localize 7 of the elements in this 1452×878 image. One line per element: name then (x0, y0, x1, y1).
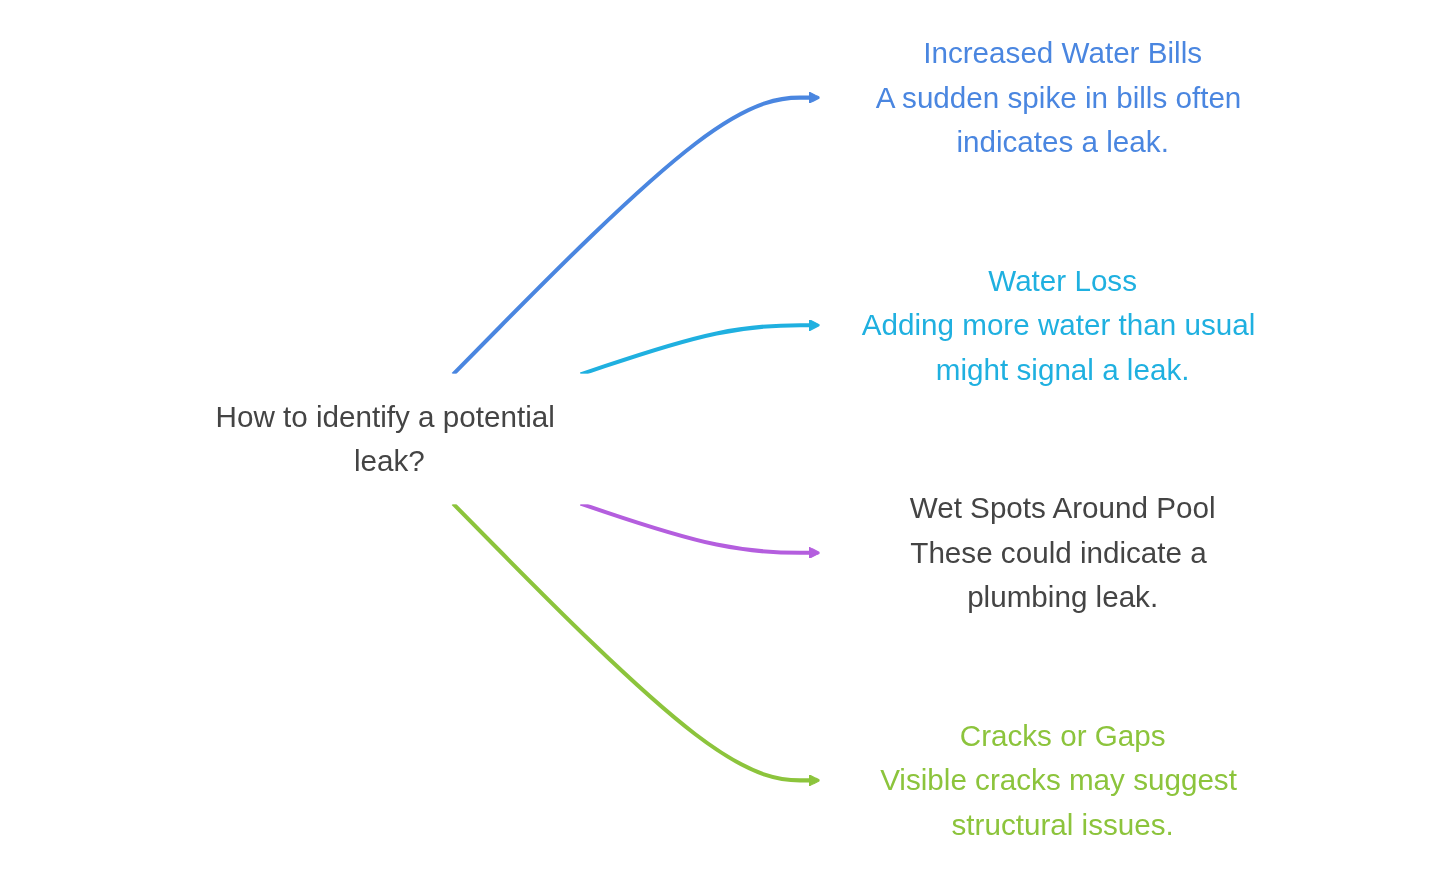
node-text: Water Loss Adding more water than usual might signal a leak. (861, 263, 1256, 387)
node-text: How to identify a potential leak? (215, 399, 555, 479)
arrow (451, 502, 821, 787)
node-text: Wet Spots Around Pool These could indicate a plumbing leak. (909, 491, 1216, 615)
node-text: Increased Water Bills A sudden spike in bills often indicates a leak. (875, 36, 1242, 159)
arrow (451, 91, 821, 376)
node-text: Cracks or Gaps Visible cracks may suggest structural issues. (880, 719, 1237, 842)
